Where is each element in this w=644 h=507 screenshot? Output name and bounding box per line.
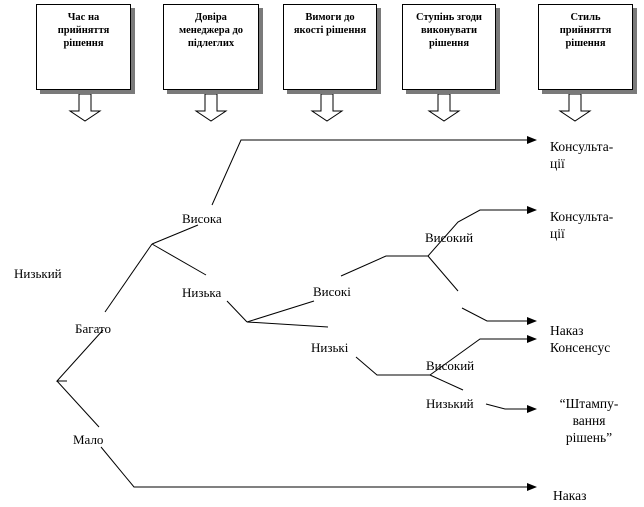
- down-arrow-2: [194, 93, 228, 122]
- label-time-much: Багато: [75, 321, 112, 336]
- label-consent-low: Низький: [426, 396, 474, 411]
- branch-low-quality: [226, 300, 248, 323]
- down-arrow-1: [68, 93, 102, 122]
- down-arrows: [68, 93, 592, 122]
- header-decision-style: Стиль прийняття рішення: [538, 4, 633, 90]
- result-stamping: “Штампу- вання рішень”: [546, 395, 632, 446]
- header-quality-requirements: Вимоги до якості рішення: [283, 4, 377, 90]
- branch-consent2-consensus: [429, 335, 537, 376]
- result-consult-2: Консульта- ції: [550, 208, 613, 242]
- branch-consent1-order: [427, 255, 459, 292]
- header-manager-trust: Довіра менеджера до підлеглих: [163, 4, 259, 90]
- down-arrow-5: [558, 93, 592, 122]
- label-quality-low: Низькі: [311, 340, 349, 355]
- label-consent-high-1: Високий: [425, 230, 474, 245]
- header-consent-degree: Ступінь згоди виконувати рішення: [402, 4, 496, 90]
- label-trust-low: Низька: [182, 285, 222, 300]
- branch-little-order: [100, 446, 537, 491]
- label-trust-high: Висока: [182, 211, 222, 226]
- label-time-little: Мало: [73, 432, 104, 447]
- result-consult-2-line2: ції: [550, 226, 565, 241]
- result-order-consensus: Наказ Консенсус: [550, 322, 610, 356]
- branch-high-consult: [211, 136, 537, 206]
- result-order-1: Наказ: [550, 323, 584, 338]
- result-consensus: Консенсус: [550, 340, 611, 355]
- branch-root-little: [56, 380, 100, 428]
- result-stamping-line1: “Штампу-: [559, 396, 619, 411]
- down-arrow-4: [427, 93, 461, 122]
- branch-quality-high: [246, 300, 315, 323]
- branch-consent1-order-end: [461, 307, 537, 325]
- branch-consent-low-stamp: [485, 403, 537, 413]
- result-stamping-line2: вання: [572, 413, 606, 428]
- branch-much-trust: [104, 243, 153, 313]
- label-quality-high: Високі: [313, 284, 351, 299]
- branch-quality-low: [246, 321, 329, 328]
- result-order-2: Наказ: [553, 488, 587, 503]
- label-consent-high-2: Високий: [426, 358, 475, 373]
- branch-qhigh-consent: [340, 255, 428, 277]
- header-decision-time: Час на прийняття рішення: [36, 4, 131, 90]
- branch-trust-high: [151, 224, 199, 245]
- branch-trust-low: [151, 243, 207, 276]
- branch-consent2-low: [429, 374, 464, 391]
- result-consult-1-line1: Консульта-: [550, 139, 614, 154]
- result-consult-1-line2: ції: [550, 156, 565, 171]
- result-consult-2-line1: Консульта-: [550, 209, 614, 224]
- branch-root-much: [55, 329, 104, 382]
- down-arrow-3: [310, 93, 344, 122]
- label-time-low: Низький: [14, 266, 62, 281]
- result-stamping-line3: рішень”: [565, 430, 613, 445]
- branch-qlow-consent: [355, 356, 430, 376]
- result-consult-1: Консульта- ції: [550, 138, 613, 172]
- branch-consent1-consult: [427, 206, 537, 257]
